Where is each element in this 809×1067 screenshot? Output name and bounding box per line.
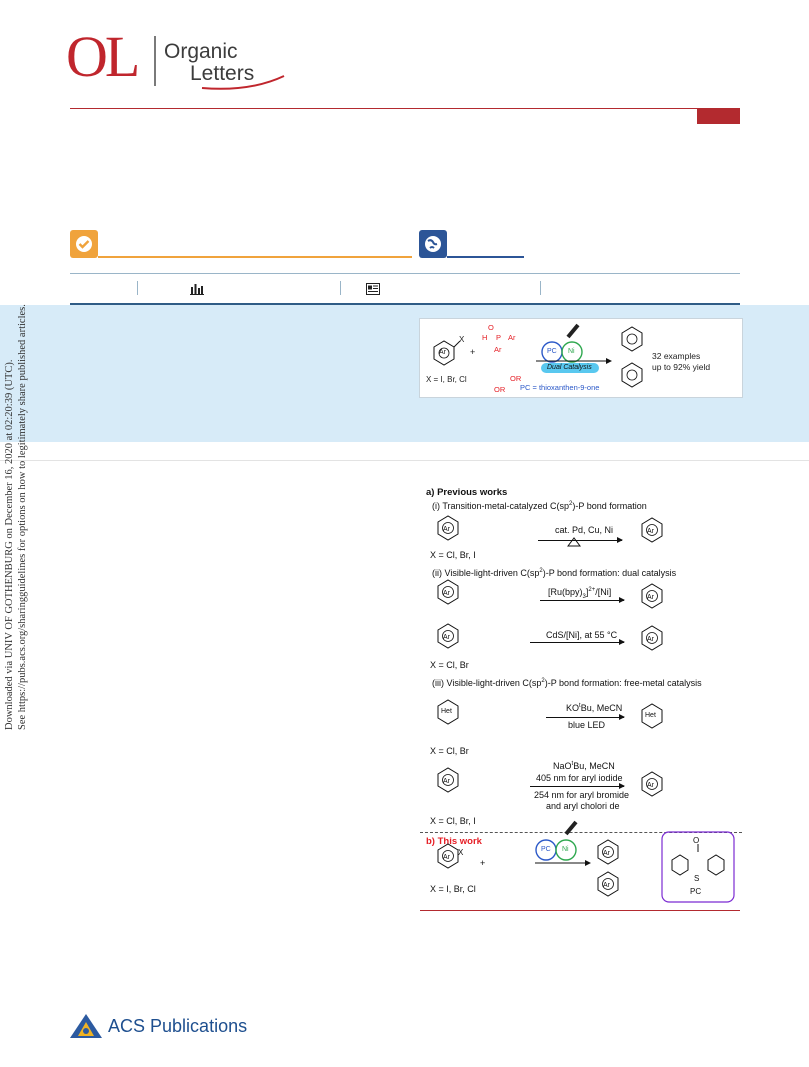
x-label: X: [458, 848, 464, 857]
ar-label: Ar: [443, 590, 450, 597]
header-rule: [70, 108, 740, 109]
toc-ar: Ar: [439, 349, 446, 356]
ar-label: Ar: [603, 850, 610, 857]
toc-dual-catalysis: Dual Catalysis: [547, 364, 592, 371]
ar-label: Ar: [647, 782, 654, 789]
logo-divider: [154, 36, 156, 86]
open-access-underline: [447, 256, 524, 258]
toc-x: X: [459, 335, 465, 344]
section-iii-condition-1-bottom: blue LED: [568, 720, 606, 730]
thioxanthone-o: O: [693, 836, 700, 845]
section-i-title: (i) Transition-metal-catalyzed C(sp2)-P …: [432, 501, 647, 511]
ar-label: Ar: [647, 594, 654, 601]
section-iii-condition-1-top: KOtBu, MeCN: [566, 703, 623, 713]
toc-reagent1-h: H: [482, 333, 488, 342]
het-label: Het: [645, 712, 656, 719]
toc-structures: [433, 323, 643, 388]
check-circle-icon: [70, 230, 98, 258]
toc-ni: Ni: [568, 348, 575, 355]
toc-reagent1-o: O: [488, 323, 494, 332]
ni-cycle-label: Ni: [562, 846, 569, 853]
section-i-conditions: cat. Pd, Cu, Ni: [555, 525, 614, 535]
section-ii-x-def: X = Cl, Br: [430, 660, 469, 670]
reaction-arrow: [546, 714, 625, 720]
section-b-title: b) This work: [426, 836, 482, 847]
sidebar-download-line: Downloaded via UNIV OF GOTHENBURG on Dec…: [4, 359, 15, 730]
toc-pc-def: PC = thioxanthen-9-one: [520, 383, 600, 392]
pc-cycle-label: PC: [541, 846, 551, 853]
ar-label: Ar: [443, 854, 450, 861]
metrics-separator: [137, 281, 138, 295]
toc-reagent2-or: OR: [510, 374, 522, 383]
thioxanthone-s: S: [694, 874, 700, 883]
toc-graphic: Ar X X = I, Br, Cl + O H P Ar Ar OR OR P…: [419, 318, 743, 398]
section-i-x-def: X = Cl, Br, I: [430, 550, 476, 560]
logo-swoosh-icon: [201, 75, 285, 90]
toc-plus: +: [470, 347, 476, 357]
section-iii-condition-2-line2: 254 nm for aryl bromide: [534, 790, 630, 800]
sidebar-sharing-line[interactable]: See https://pubs.acs.org/sharingguidelin…: [17, 304, 28, 730]
section-divider: [420, 832, 742, 833]
section-iii-condition-2-top: NaOtBu, MeCN: [553, 761, 615, 771]
acs-publications-wordmark[interactable]: ACS Publications: [108, 1016, 247, 1037]
section-b-x-def: X = I, Br, Cl: [430, 884, 476, 894]
section-ii-condition-1: [Ru(bpy)3]2+/[Ni]: [548, 587, 612, 600]
acs-logo-icon[interactable]: [68, 1012, 104, 1040]
toc-reagent1-p: P: [496, 333, 502, 342]
toc-reagent1-ar: Ar: [508, 333, 516, 342]
journal-logo-mark[interactable]: OL: [66, 24, 140, 89]
globe-icon: [419, 230, 447, 258]
reaction-scheme-figure: a) Previous works (i) Transition-metal-c…: [420, 482, 742, 912]
cite-underline: [98, 256, 412, 258]
metrics-strip-top-rule: [70, 273, 740, 274]
toc-examples: 32 examples: [652, 351, 701, 361]
metrics-strip-bottom-rule: [70, 303, 740, 305]
ar-label: Ar: [443, 778, 450, 785]
reaction-arrow: [540, 597, 625, 603]
acs-wordmark-publications: Publications: [150, 1016, 248, 1036]
reaction-arrow: [538, 537, 623, 543]
ar-label: Ar: [443, 634, 450, 641]
toc-reagent1-ar2: Ar: [494, 345, 502, 354]
article-icon[interactable]: [366, 283, 380, 295]
thioxanthone-pc-label: PC: [690, 887, 702, 896]
ar-label: Ar: [443, 526, 450, 533]
section-iii-title: (iii) Visible-light-driven C(sp2)-P bond…: [432, 678, 702, 688]
cite-this-bar[interactable]: [70, 230, 412, 260]
section-a-title: a) Previous works: [426, 487, 508, 498]
journal-name-line2: Letters: [190, 62, 255, 85]
section-ii-condition-2: CdS/[Ni], at 55 °C: [546, 630, 618, 640]
metrics-separator: [540, 281, 541, 295]
plus-sign: +: [480, 858, 486, 868]
toc-yield: up to 92% yield: [652, 362, 711, 372]
toc-pc: PC: [547, 348, 557, 355]
section-iii-condition-2-line3: and aryl cholori de: [546, 801, 620, 811]
section-ii-title: (ii) Visible-light-driven C(sp2)-P bond …: [432, 568, 677, 578]
download-sidebar: Downloaded via UNIV OF GOTHENBURG on Dec…: [3, 304, 37, 730]
open-access-bar[interactable]: [419, 230, 524, 260]
reaction-arrow: [530, 783, 625, 789]
het-label: Het: [441, 708, 452, 715]
article-type-tab: [697, 109, 740, 124]
ar-label: Ar: [647, 528, 654, 535]
bar-chart-icon[interactable]: [190, 282, 204, 295]
journal-name-line1: Organic: [164, 40, 238, 63]
ar-label: Ar: [603, 882, 610, 889]
ar-label: Ar: [647, 636, 654, 643]
reaction-arrow: [530, 639, 625, 645]
section-iii-condition-2-line1: 405 nm for aryl iodide: [536, 773, 623, 783]
body-rule: [0, 460, 809, 461]
section-iii-x-def-2: X = Cl, Br, I: [430, 816, 476, 826]
toc-reagent2-or2: OR: [494, 385, 506, 394]
metrics-separator: [340, 281, 341, 295]
figure-bottom-rule: [420, 910, 740, 911]
section-iii-x-def-1: X = Cl, Br: [430, 746, 469, 756]
toc-x-def: X = I, Br, Cl: [426, 375, 467, 384]
acs-wordmark-acs: ACS: [108, 1016, 146, 1036]
scheme-structures: [437, 515, 735, 903]
